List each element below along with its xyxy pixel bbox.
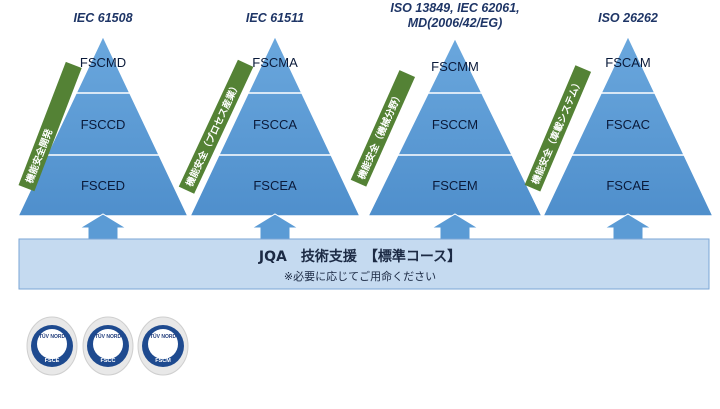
tier-master: FSCAM <box>605 55 651 70</box>
badge-fscm: TÜV NORD FSCM <box>137 316 189 376</box>
standard-label: MD(2006/42/EG) <box>408 16 502 30</box>
side-tag-bg <box>18 61 82 192</box>
tier-certified: FSCCM <box>432 117 478 132</box>
tier-certified: FSCCD <box>81 117 126 132</box>
badge-code: FSCM <box>155 358 171 364</box>
standard-label: IEC 61511 <box>246 11 304 25</box>
tier-engineer: FSCEM <box>432 178 478 193</box>
pyramid-iec-61511: IEC 61511 FSCMA FSCCA FSCEA 機能安全（プロセス産業） <box>178 11 362 217</box>
side-tag-bg <box>350 70 416 187</box>
badge-center <box>148 329 178 359</box>
tier-engineer: FSCED <box>81 178 125 193</box>
arrow-up-icon <box>78 213 128 241</box>
standard-label: ISO 26262 <box>598 11 658 25</box>
badge-fsce: TÜV NORD FSCE <box>26 316 78 376</box>
tier-master: FSCMD <box>80 55 126 70</box>
badge-code: FSCE <box>45 358 60 364</box>
standard-label: IEC 61508 <box>73 11 132 25</box>
badge-fscc: TÜV NORD FSCC <box>82 316 134 376</box>
badge-center <box>93 329 123 359</box>
pyramid-machinery: ISO 13849, IEC 62061, MD(2006/42/EG) FSC… <box>350 1 544 217</box>
support-band-note: ※必要に応じてご用命ください <box>284 269 436 283</box>
badge-org: TÜV NORD <box>39 333 66 340</box>
standard-label: ISO 13849, IEC 62061, <box>390 1 519 15</box>
pyramid-iec-61508: IEC 61508 FSCMD FSCCD FSCED 機能安全開発 <box>16 11 190 217</box>
tier-engineer: FSCAE <box>606 178 650 193</box>
badge-org: TÜV NORD <box>150 333 177 340</box>
side-tag-bg <box>178 59 254 194</box>
badge-center <box>37 329 67 359</box>
arrow-up-icon <box>250 213 300 241</box>
support-band-bg <box>18 238 710 290</box>
badge-org: TÜV NORD <box>95 333 122 340</box>
arrow-up-icon <box>430 213 480 241</box>
jqa-support-band: JQA 技術支援 【標準コース】 ※必要に応じてご用命ください <box>18 238 710 290</box>
support-arrows <box>78 213 653 241</box>
tier-master: FSCMM <box>431 59 479 74</box>
badge-code: FSCC <box>101 358 116 364</box>
tier-engineer: FSCEA <box>253 178 297 193</box>
tier-master: FSCMA <box>252 55 298 70</box>
pyramid-iso-26262: ISO 26262 FSCAM FSCAC FSCAE 機能安全（車載システム） <box>524 11 715 217</box>
arrow-up-icon <box>603 213 653 241</box>
support-band-title: JQA 技術支援 【標準コース】 <box>258 248 461 265</box>
tier-certified: FSCAC <box>606 117 650 132</box>
side-tag-bg <box>524 65 592 192</box>
tier-certified: FSCCA <box>253 117 297 132</box>
